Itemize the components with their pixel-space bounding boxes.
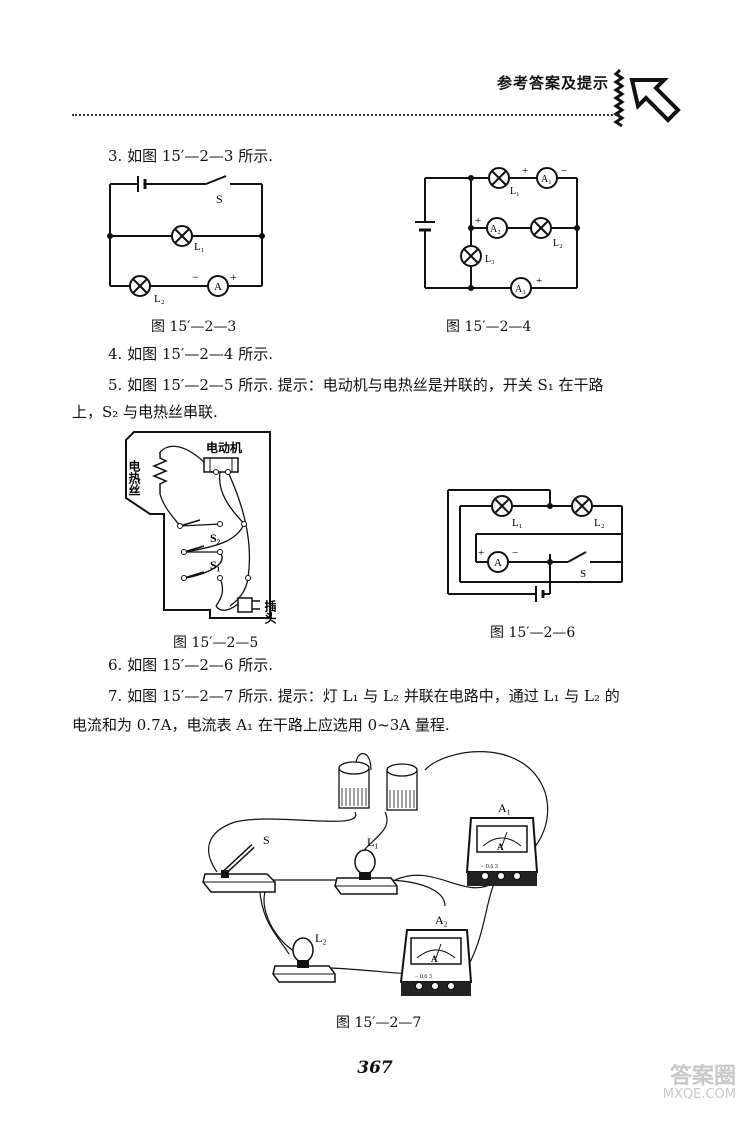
lamp-l2-label: L₂ [315, 931, 327, 945]
meter-a2-scale: − 0.6 3 [415, 974, 432, 980]
answer-3: 3. 如图 15′—2—3 所示. [108, 147, 273, 165]
switch-s1-label: S₁ [210, 558, 221, 572]
answer-5-line-1: 5. 如图 15′—2—5 所示. 提示：电动机与电热丝是并联的，开关 S₁ 在… [108, 376, 604, 394]
answer-7-line-2: 电流和为 0.7A，电流表 A₁ 在干路上应选用 0~3A 量程. [72, 716, 450, 734]
watermark: 答案圈 MXQE.COM [662, 1064, 736, 1104]
answer-6: 6. 如图 15′—2—6 所示. [108, 656, 273, 674]
motor-label: 电动机 [206, 440, 242, 455]
lamp-l3-label: L₃ [485, 254, 495, 265]
section-title: 参考答案及提示 [497, 74, 610, 92]
figure-15-2-6: L₁ L₂ A S + − [447, 489, 623, 602]
ammeter-a3-label: A₃ [515, 284, 526, 295]
caption-15-2-3: 图 15′—2—3 [151, 319, 237, 335]
figure-15-2-4: A₁ A₂ A₃ L₁ L₂ L₃ + − + + [415, 165, 580, 299]
figure-15-2-5: 电动机 电热丝 S₂ S₁ 插头 [125, 431, 277, 625]
lamp-l2-label: L₂ [154, 293, 165, 305]
meter-a1-scale: − 0.6 3 [481, 864, 498, 870]
ammeter-a1-label: A₁ [541, 174, 552, 185]
ammeter-label: A [494, 557, 502, 569]
plus-sign-a2: + [475, 215, 481, 227]
switch-label: S [263, 833, 270, 847]
ammeter-a2-label: A₂ [435, 913, 448, 927]
ammeter-a2-label: A₂ [490, 224, 501, 235]
lamp-l1-label: L₁ [194, 241, 205, 253]
caption-15-2-4: 图 15′—2—4 [446, 319, 532, 335]
lamp-l1-label: L₁ [512, 517, 523, 529]
plug-label: 插头 [263, 599, 277, 625]
watermark-logo: 答案圈 [669, 1064, 736, 1089]
plus-sign: + [522, 165, 528, 177]
plus-sign: + [230, 270, 237, 284]
switch-s2-label: S₂ [210, 531, 221, 545]
page-number: 367 [357, 1058, 393, 1078]
caption-15-2-5: 图 15′—2—5 [173, 635, 259, 651]
lamp-l2-label: L₂ [594, 517, 605, 529]
meter-a1-face: A [497, 842, 504, 852]
figure-15-2-7: S L₁ L₂ A₁ A₂ A A − 0.6 3 − 0.6 3 [202, 751, 549, 996]
heater-label: 电热丝 [127, 459, 141, 496]
figure-15-2-3: S L₁ L₂ A − + [107, 175, 265, 305]
header-divider [72, 114, 620, 116]
minus-sign: − [512, 547, 518, 559]
plus-sign: + [478, 547, 484, 559]
caption-15-2-6: 图 15′—2—6 [490, 625, 576, 641]
minus-sign: − [192, 270, 199, 284]
lamp-l2-label: L₂ [553, 238, 563, 249]
arrow-icon [613, 68, 681, 128]
answer-7-line-1: 7. 如图 15′—2—7 所示. 提示：灯 L₁ 与 L₂ 并联在电路中，通过… [108, 687, 620, 705]
ammeter-label: A [214, 281, 222, 293]
ammeter-a1-label: A₁ [498, 801, 511, 815]
plus-sign-a3: + [536, 275, 542, 287]
minus-sign: − [561, 165, 567, 177]
caption-15-2-7: 图 15′—2—7 [336, 1015, 422, 1031]
switch-label: S [580, 568, 586, 580]
lamp-l1-label: L₁ [367, 835, 379, 849]
answer-5-line-2: 上，S₂ 与电热丝串联. [72, 403, 218, 421]
answer-4: 4. 如图 15′—2—4 所示. [108, 345, 273, 363]
lamp-l1-label: L₁ [510, 186, 520, 197]
meter-a2-face: A [431, 954, 438, 964]
watermark-url: MXQE.COM [662, 1087, 736, 1102]
switch-label: S [216, 192, 223, 206]
